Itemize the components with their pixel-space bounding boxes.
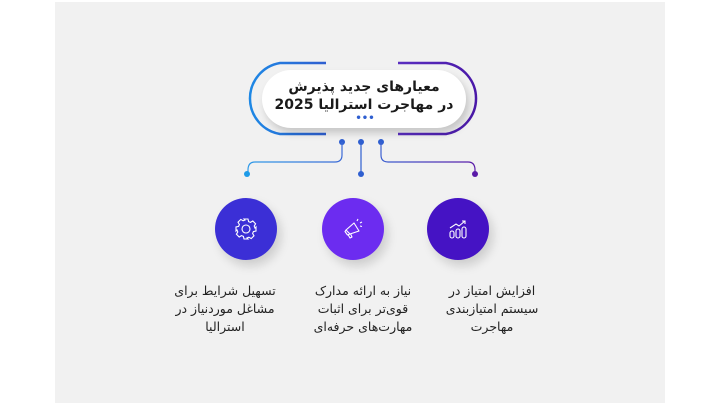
item-label-documents: نیاز به ارائه مدارک قوی‌تر برای اثبات مه…	[313, 283, 413, 334]
item-label-points: افزایش امتیاز در سیستم امتیازبندی مهاجرت	[445, 283, 539, 334]
item-circle-gear	[215, 198, 277, 260]
gear-icon	[235, 218, 257, 240]
item-circle-megaphone	[322, 198, 384, 260]
title-line-2: در مهاجرت استرالیا 2025	[274, 97, 454, 113]
growth-chart-icon	[449, 220, 467, 239]
megaphone-icon	[344, 218, 363, 239]
page-title: معیارهای جدید پذیرش در مهاجرت استرالیا 2…	[262, 78, 466, 114]
item-label-jobs: تسهیل شرایط برای مشاغل موردنیاز در استرا…	[174, 283, 276, 334]
title-line-1: معیارهای جدید پذیرش	[288, 79, 440, 95]
ellipsis-dots: •••	[355, 113, 375, 124]
title-card	[262, 70, 466, 128]
item-circle-growth	[427, 198, 489, 260]
